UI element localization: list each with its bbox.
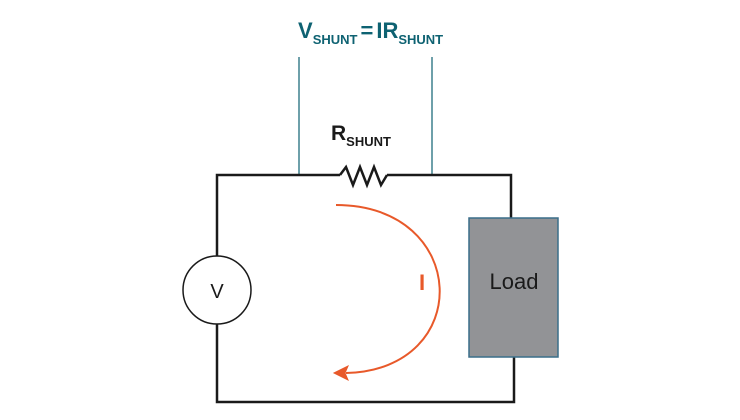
equation-v-subscript: SHUNT	[313, 32, 358, 47]
voltage-source-label: V	[210, 281, 224, 303]
shunt-resistor-zigzag	[339, 163, 389, 189]
voltage-source	[182, 255, 252, 325]
current-label: I	[419, 270, 425, 295]
equation-ir: IR	[376, 18, 398, 43]
resistor-label: RSHUNT	[331, 122, 391, 149]
equation-equals: =	[360, 18, 373, 43]
wire-bottom	[215, 323, 516, 404]
wire-top-right	[387, 173, 513, 218]
resistor-label-subscript: SHUNT	[346, 134, 391, 149]
resistor-label-r: R	[331, 122, 346, 145]
current-flow-arc	[335, 204, 441, 374]
load-block	[468, 217, 559, 358]
current-arrowhead	[332, 364, 349, 382]
load-label: Load	[490, 269, 539, 294]
wire-top-left	[215, 173, 340, 257]
shunt-voltage-equation: VSHUNT=IRSHUNT	[298, 18, 443, 47]
equation-v: V	[298, 18, 313, 43]
equation-ir-subscript: SHUNT	[398, 32, 443, 47]
